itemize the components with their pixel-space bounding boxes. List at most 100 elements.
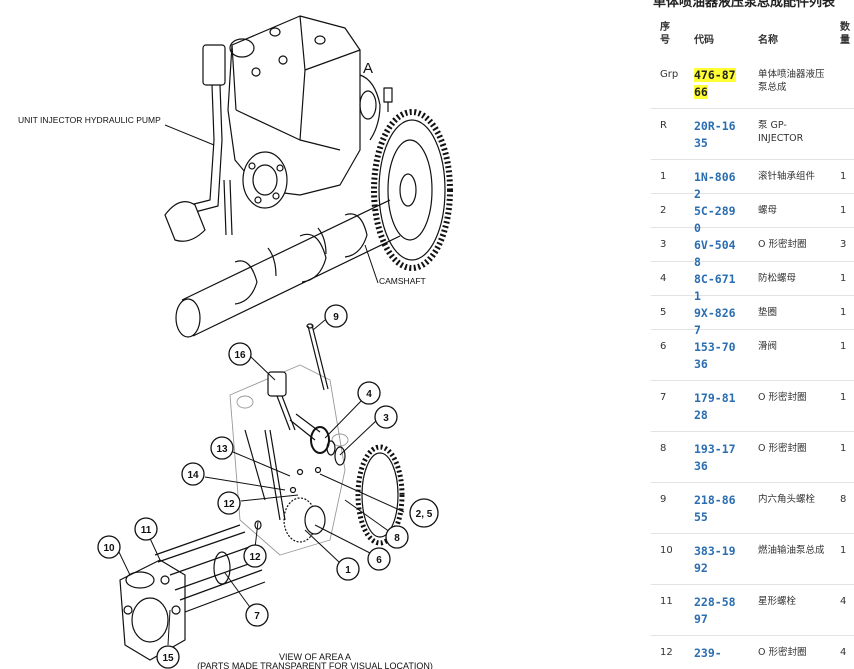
callout-12b: 12 [243, 544, 267, 568]
svg-text:7: 7 [254, 611, 260, 622]
callout-11: 11 [134, 517, 158, 541]
part-name: 泵 GP-INJECTOR [758, 120, 804, 144]
callout-1: 1 [336, 557, 360, 581]
svg-text:13: 13 [216, 444, 228, 455]
svg-text:6: 6 [376, 555, 382, 566]
row-seq: 7 [660, 392, 667, 403]
part-code-link[interactable]: 218-8655 [694, 493, 736, 524]
view-caption: VIEW OF AREA A [279, 652, 351, 662]
header-seq: 序号 [660, 22, 670, 46]
table-row[interactable]: 2 5C-2890 螺母 1 [651, 194, 854, 235]
svg-text:12: 12 [223, 499, 235, 510]
camshaft-label: CAMSHAFT [379, 276, 426, 286]
part-qty: 1 [840, 273, 847, 284]
part-name: 单体喷油器液压泵总成 [758, 69, 825, 93]
part-qty: 1 [840, 205, 847, 216]
callout-12: 12 [217, 491, 241, 515]
parts-list-title: 单体喷油器液压泵总成配件列表 [653, 0, 836, 10]
row-seq: Grp [660, 69, 679, 80]
part-code-link[interactable]: 476-8766 [694, 68, 736, 99]
row-seq: 11 [660, 596, 673, 607]
part-qty: 4 [840, 647, 847, 658]
part-name: 燃油输油泵总成 [758, 545, 825, 556]
table-row[interactable]: Grp 476-8766 单体喷油器液压泵总成 [651, 58, 854, 109]
callout-9: 9 [324, 304, 348, 328]
header-code: 代码 [694, 35, 714, 46]
part-qty: 1 [840, 545, 847, 556]
table-row[interactable]: 5 9X-8267 垫圈 1 [651, 296, 854, 337]
part-code-link[interactable]: 9X-8267 [694, 306, 736, 337]
part-code-link[interactable]: 228-5897 [694, 595, 736, 626]
svg-text:14: 14 [187, 470, 199, 481]
part-qty: 8 [840, 494, 847, 505]
part-qty: 1 [840, 341, 847, 352]
studs [244, 429, 286, 521]
part-code-link[interactable]: 6V-5048 [694, 238, 736, 269]
camshaft-gear [371, 109, 453, 271]
row-seq: 3 [660, 239, 667, 250]
svg-text:8: 8 [394, 533, 400, 544]
part-name: 防松螺母 [758, 273, 797, 284]
part-qty: 3 [840, 239, 847, 250]
callout-7: 7 [245, 603, 269, 627]
part-name: O 形密封圈 [758, 239, 807, 250]
row-seq: R [660, 120, 667, 131]
row-seq: 4 [660, 273, 667, 284]
row-seq: 5 [660, 307, 667, 318]
table-row[interactable]: R 20R-1635 泵 GP-INJECTOR [651, 109, 854, 160]
row-seq: 9 [660, 494, 667, 505]
table-row[interactable]: 9 218-8655 内六角头螺栓 8 [651, 483, 854, 534]
part-code-link[interactable]: 153-7036 [694, 340, 736, 371]
table-row[interactable]: 3 6V-5048 O 形密封圈 3 [651, 228, 854, 269]
part-code-link[interactable]: 179-8128 [694, 391, 736, 422]
callout-16: 16 [228, 342, 252, 366]
svg-text:2, 5: 2, 5 [416, 509, 433, 520]
part-qty: 1 [840, 443, 847, 454]
fuel-transfer-pump-10 [119, 520, 266, 661]
part-code-link[interactable]: 193-1736 [694, 442, 736, 473]
svg-text:10: 10 [103, 543, 115, 554]
callout-8: 8 [385, 525, 409, 549]
part-name: 滑阀 [758, 341, 778, 352]
part-code-link[interactable]: 383-1992 [694, 544, 736, 575]
lower-gear [355, 444, 405, 546]
part-qty: 1 [840, 307, 847, 318]
row-seq: 8 [660, 443, 667, 454]
row-seq: 12 [660, 647, 673, 658]
spool-assembly [283, 413, 346, 543]
svg-text:1: 1 [345, 565, 351, 576]
part-name: 螺母 [758, 205, 778, 216]
row-seq: 2 [660, 205, 667, 216]
housing-transparent [229, 364, 349, 556]
callout-2-5: 2, 5 [409, 498, 439, 528]
pump-label: UNIT INJECTOR HYDRAULIC PUMP [18, 115, 161, 125]
exploded-parts-diagram: UNIT INJECTOR HYDRAULIC PUMP CAMSHAFT A … [18, 15, 453, 669]
table-row[interactable]: 10 383-1992 燃油输油泵总成 1 [651, 534, 854, 585]
part-code-link[interactable]: 20R-1635 [694, 119, 736, 150]
hydraulic-pump-body [227, 15, 381, 209]
part-qty: 1 [840, 171, 847, 182]
part-name: 垫圈 [758, 307, 778, 318]
part-code-link[interactable]: 8C-6711 [694, 272, 736, 303]
bolts-9 [306, 323, 329, 391]
part-code-link[interactable]: 239- [694, 646, 722, 660]
table-row[interactable]: 4 8C-6711 防松螺母 1 [651, 262, 854, 303]
callout-4: 4 [357, 381, 381, 405]
part-name: O 形密封圈 [758, 647, 807, 658]
table-row[interactable]: 12 239- O 形密封圈 4 [651, 636, 854, 669]
bolt [383, 87, 393, 112]
part-code-link[interactable]: 5C-2890 [694, 204, 736, 235]
part-name: 内六角头螺栓 [758, 494, 816, 505]
part-name: O 形密封圈 [758, 392, 807, 403]
row-seq: 10 [660, 545, 673, 556]
callout-3: 3 [374, 405, 398, 429]
svg-text:4: 4 [366, 389, 372, 400]
svg-text:3: 3 [383, 413, 389, 424]
svg-text:9: 9 [333, 312, 339, 323]
part-code-link[interactable]: 1N-8062 [694, 170, 736, 201]
